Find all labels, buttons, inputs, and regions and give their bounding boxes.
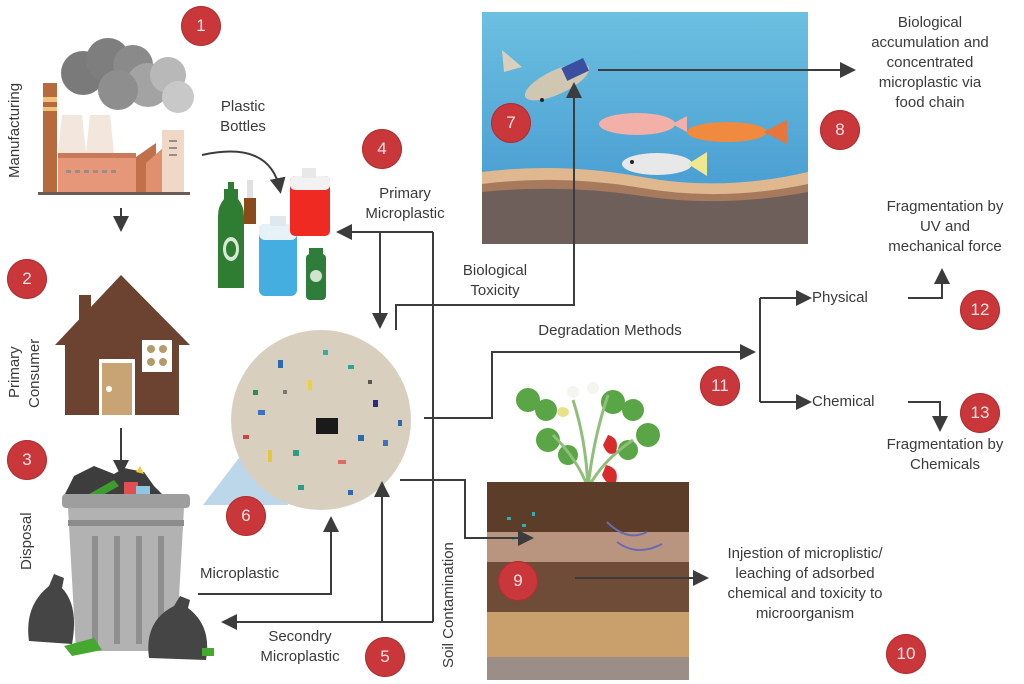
bioaccumulation-label-1: Biological: [897, 14, 963, 31]
frag-chem-label-1: Fragmentation by: [886, 436, 1004, 453]
soil-contamination-label: Soil Contamination: [440, 542, 457, 668]
step-badge-9: 9: [498, 561, 538, 601]
factory-illustration: [38, 38, 194, 195]
step-badge-2: 2: [7, 259, 47, 299]
microplastic-sample-illustration: [203, 330, 411, 510]
injestion-label-1: Injestion of microplistic/: [727, 545, 883, 562]
bioaccumulation-label-2: accumulation and: [871, 34, 989, 51]
injestion-label-4: microorganism: [755, 605, 855, 622]
step-badge-5: 5: [365, 637, 405, 677]
primary-consumer-label-1: Primary: [6, 346, 23, 398]
primary-consumer-label-2: Consumer: [26, 338, 43, 408]
frag-uv-label-2: UV and: [919, 218, 971, 235]
step-badge-8: 8: [820, 110, 860, 150]
fish-icon: [687, 120, 787, 144]
bioaccumulation-label-4: microplastic via: [878, 74, 982, 91]
step-badge-11: 11: [700, 366, 740, 406]
aquatic-ecosystem-illustration: [482, 12, 808, 244]
step-badge-12: 12: [960, 290, 1000, 330]
injestion-label-2: leaching of adsorbed: [735, 565, 875, 582]
trash-can-illustration: [28, 466, 214, 660]
fish-icon: [502, 50, 590, 102]
biological-toxicity-label-1: Biological: [462, 262, 528, 279]
step-badge-3: 3: [7, 440, 47, 480]
frag-uv-label-3: mechanical force: [888, 238, 1002, 255]
bioaccumulation-label-3: concentrated: [886, 54, 974, 71]
step-badge-7: 7: [491, 103, 531, 143]
step-badge-6: 6: [226, 496, 266, 536]
plastic-bottles-label-2: Bottles: [220, 118, 266, 135]
strawberry-plant-illustration: [516, 382, 660, 489]
smoke-cloud: [61, 38, 194, 113]
fish-icon: [622, 152, 707, 176]
plastic-bottles-illustration: [218, 168, 330, 300]
primary-microplastic-label-2: Microplastic: [365, 205, 445, 222]
frag-chem-label-2: Chemicals: [909, 456, 981, 473]
step-badge-10: 10: [886, 634, 926, 674]
step-badge-4: 4: [362, 129, 402, 169]
microplastic-particles: [243, 350, 402, 495]
manufacturing-label: Manufacturing: [6, 82, 23, 178]
frag-uv-label-1: Fragmentation by: [886, 198, 1004, 215]
bioaccumulation-label-5: food chain: [895, 94, 965, 111]
disposal-label: Disposal: [18, 512, 35, 570]
degradation-methods-label: Degradation Methods: [538, 322, 682, 339]
plastic-bottles-label-1: Plastic: [220, 98, 266, 115]
primary-microplastic-label-1: Primary: [379, 185, 431, 202]
fish-icon: [599, 113, 687, 135]
house-illustration: [55, 275, 190, 415]
biological-toxicity-label-2: Toxicity: [470, 282, 520, 299]
physical-label: Physical: [812, 289, 868, 306]
microplastic-label: Microplastic: [200, 565, 280, 582]
secondary-microplastic-label-1: Secondry: [268, 628, 332, 645]
step-badge-13: 13: [960, 393, 1000, 433]
soil-profile-illustration: [487, 482, 689, 680]
step-badge-1: 1: [181, 6, 221, 46]
secondary-microplastic-label-2: Microplastic: [260, 648, 340, 665]
injestion-label-3: chemical and toxicity to: [727, 585, 883, 602]
chemical-label: Chemical: [812, 393, 875, 410]
